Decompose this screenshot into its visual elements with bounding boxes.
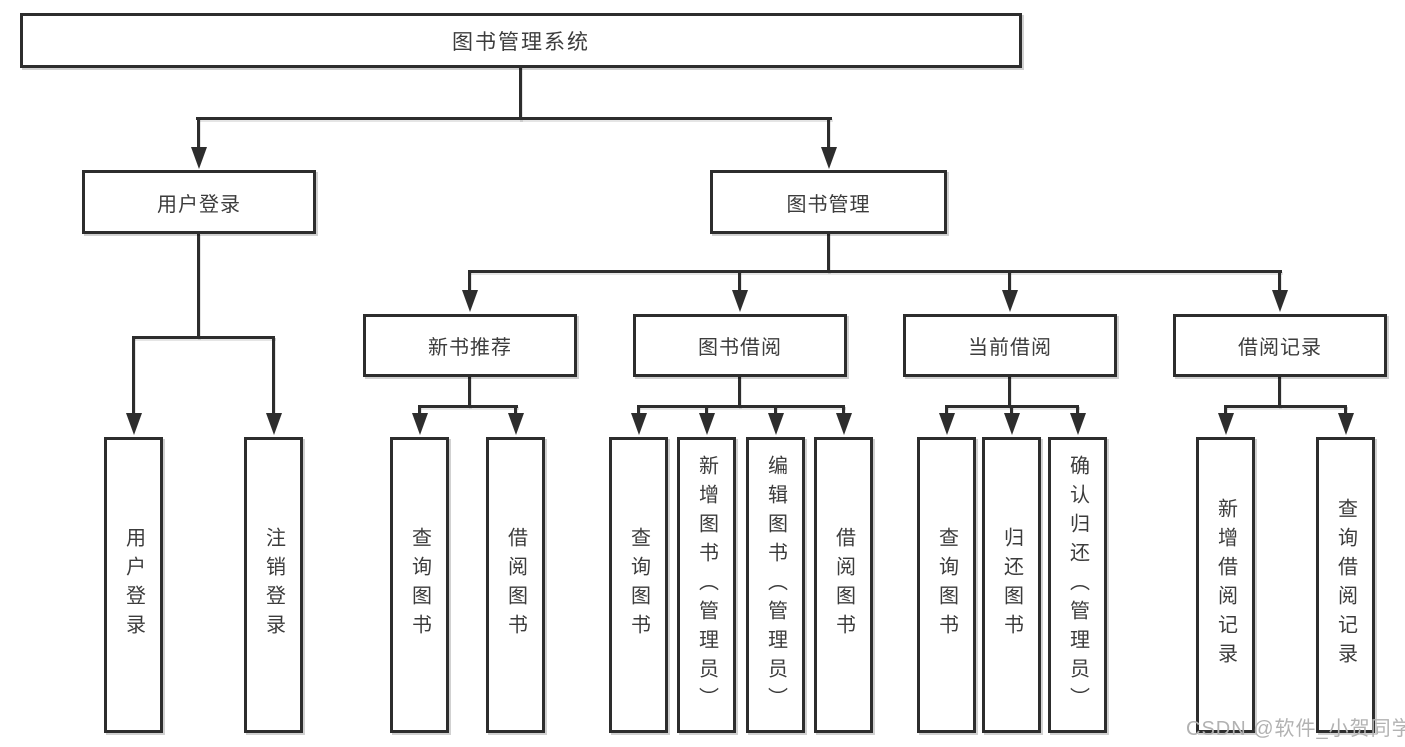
node-label: 归还图书	[1000, 527, 1023, 643]
node-label: 注销登录	[262, 527, 285, 643]
node-user-login: 用户登录	[82, 170, 316, 234]
connector-line	[1008, 270, 1011, 292]
arrowhead-icon	[732, 290, 748, 312]
arrowhead-icon	[836, 413, 852, 435]
connector-line	[738, 270, 741, 292]
connector-line	[1224, 405, 1227, 417]
connector-line	[1008, 375, 1011, 407]
connector-line	[519, 66, 522, 120]
connector-line	[827, 117, 830, 149]
node-label: 查询图书	[627, 527, 650, 643]
connector-line	[1010, 405, 1013, 417]
leaf-user-login: 用户登录	[104, 437, 163, 733]
connector-line	[196, 117, 832, 120]
arrowhead-icon	[1004, 413, 1020, 435]
connector-line	[514, 405, 517, 417]
node-label: 用户登录	[122, 527, 145, 643]
connector-line	[1224, 405, 1347, 408]
connector-line	[132, 336, 135, 415]
node-label: 新增借阅记录	[1214, 498, 1237, 672]
node-borrowing-records: 借阅记录	[1173, 314, 1387, 377]
node-label: 查询图书	[408, 527, 431, 643]
arrowhead-icon	[462, 290, 478, 312]
connector-line	[418, 405, 421, 417]
connector-line	[945, 405, 948, 417]
arrowhead-icon	[126, 413, 142, 435]
node-label: 查询借阅记录	[1334, 498, 1357, 672]
connector-line	[738, 375, 741, 407]
connector-line	[1278, 270, 1281, 292]
leaf-borrow-books-recommend: 借阅图书	[486, 437, 545, 733]
node-label: 借阅记录	[1238, 337, 1322, 359]
connector-line	[705, 405, 708, 417]
arrowhead-icon	[508, 413, 524, 435]
node-label: 图书借阅	[698, 337, 782, 359]
node-label: 图书管理	[786, 193, 871, 216]
arrowhead-icon	[1272, 290, 1288, 312]
leaf-logout: 注销登录	[244, 437, 303, 733]
node-label: 编辑图书（管理员）	[764, 454, 787, 716]
leaf-add-borrow-record: 新增借阅记录	[1196, 437, 1255, 733]
arrowhead-icon	[939, 413, 955, 435]
arrowhead-icon	[1338, 413, 1354, 435]
arrowhead-icon	[266, 413, 282, 435]
arrowhead-icon	[1002, 290, 1018, 312]
leaf-confirm-return-admin: 确认归还（管理员）	[1048, 437, 1107, 733]
node-label: 确认归还（管理员）	[1066, 454, 1089, 716]
connector-line	[1278, 375, 1281, 407]
connector-line	[842, 405, 845, 417]
leaf-edit-book-admin: 编辑图书（管理员）	[746, 437, 805, 733]
node-label: 新增图书（管理员）	[695, 454, 718, 716]
connector-line	[774, 405, 777, 417]
node-current-borrowing: 当前借阅	[903, 314, 1117, 377]
connector-line	[468, 270, 1282, 273]
arrowhead-icon	[768, 413, 784, 435]
node-label: 新书推荐	[428, 337, 512, 359]
leaf-borrow-books-borrowing: 借阅图书	[814, 437, 873, 733]
connector-line	[468, 270, 471, 292]
arrowhead-icon	[699, 413, 715, 435]
leaf-query-books-borrowing: 查询图书	[609, 437, 668, 733]
node-label: 查询图书	[935, 527, 958, 643]
node-book-borrowing: 图书借阅	[633, 314, 847, 377]
node-book-management: 图书管理	[710, 170, 947, 234]
node-label: 借阅图书	[504, 527, 527, 643]
node-label: 当前借阅	[968, 337, 1052, 359]
node-library-management-system: 图书管理系统	[20, 13, 1022, 68]
connector-line	[197, 233, 200, 338]
arrowhead-icon	[631, 413, 647, 435]
leaf-return-book: 归还图书	[982, 437, 1041, 733]
connector-line	[132, 336, 275, 339]
node-label: 借阅图书	[832, 527, 855, 643]
connector-line	[468, 375, 471, 407]
csdn-watermark: CSDN @软件_小贺同学	[1186, 718, 1405, 740]
arrowhead-icon	[412, 413, 428, 435]
connector-line	[197, 117, 200, 149]
arrowhead-icon	[1070, 413, 1086, 435]
leaf-query-books-recommend: 查询图书	[390, 437, 449, 733]
connector-line	[1076, 405, 1079, 417]
leaf-query-borrow-record: 查询借阅记录	[1316, 437, 1375, 733]
arrowhead-icon	[1218, 413, 1234, 435]
leaf-add-book-admin: 新增图书（管理员）	[677, 437, 736, 733]
arrowhead-icon	[821, 147, 837, 169]
connector-line	[272, 336, 275, 415]
connector-line	[637, 405, 845, 408]
leaf-query-books-current: 查询图书	[917, 437, 976, 733]
connector-line	[1344, 405, 1347, 417]
node-label: 图书管理系统	[452, 30, 590, 54]
arrowhead-icon	[191, 147, 207, 169]
connector-line	[637, 405, 640, 417]
connector-line	[827, 231, 830, 272]
node-new-book-recommend: 新书推荐	[363, 314, 577, 377]
node-label: 用户登录	[157, 193, 241, 216]
connector-line	[418, 405, 518, 408]
